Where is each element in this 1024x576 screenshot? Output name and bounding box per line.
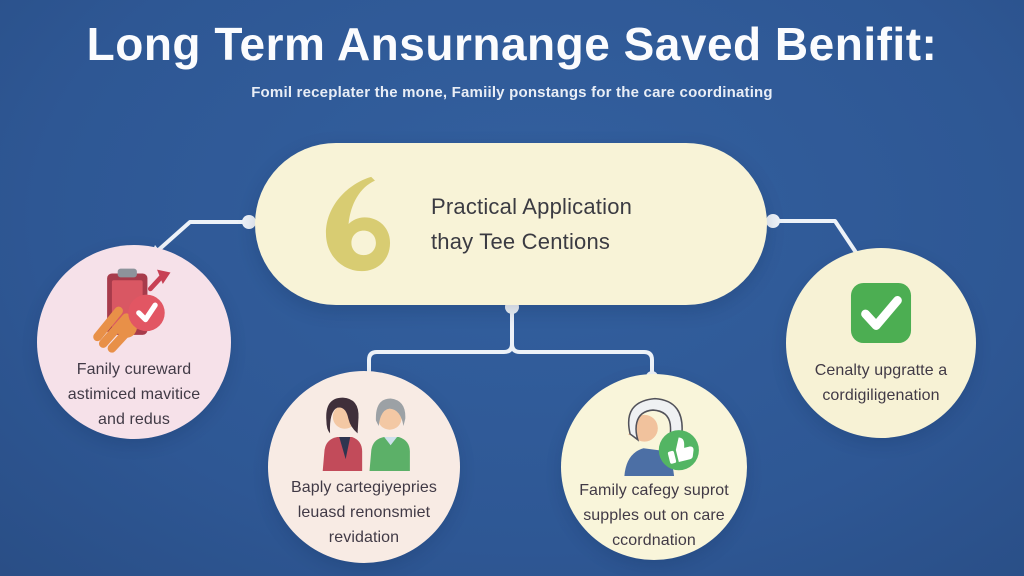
central-node-text: Practical Application thay Tee Centions	[431, 189, 632, 259]
central-node-line1: Practical Application	[431, 194, 633, 219]
clipboard-hand-check-icon	[93, 268, 171, 353]
node-family-reward-text: Fanily cureward astimiced mavitice and r…	[67, 361, 201, 428]
connector-bottom-left	[367, 305, 514, 377]
page-title: Long Term Ansurnange Saved Benifit:	[86, 18, 938, 70]
node-quality-text: Cenalty upgratte a cordigiligenation	[814, 362, 948, 404]
central-node-line2: thay Tee Centions	[431, 229, 611, 254]
connector-right	[771, 219, 859, 256]
node-family-reward: Fanily cureward astimiced mavitice and r…	[37, 245, 231, 439]
connector-left	[152, 220, 251, 256]
connector-bottom-right	[510, 305, 654, 377]
node-caregivers: Baply cartegiyepries leuasd renonsmiet r…	[268, 371, 460, 563]
node-family-support-text: Family cafegy suprot supples out on care…	[579, 482, 729, 549]
node-caregivers-text: Baply cartegiyepries leuasd renonsmiet r…	[290, 479, 438, 546]
central-node: Practical Application thay Tee Centions	[255, 143, 767, 305]
page-subtitle: Fomil receplater the mone, Famiily ponst…	[251, 84, 773, 101]
elder-thumbs-up-icon	[624, 397, 699, 476]
checkmark-icon	[850, 282, 912, 344]
node-family-support: Family cafegy suprot supples out on care…	[561, 374, 747, 560]
droplet-6-icon	[325, 176, 391, 272]
couple-icon	[322, 397, 410, 471]
node-quality: Cenalty upgratte a cordigiligenation	[786, 248, 976, 438]
